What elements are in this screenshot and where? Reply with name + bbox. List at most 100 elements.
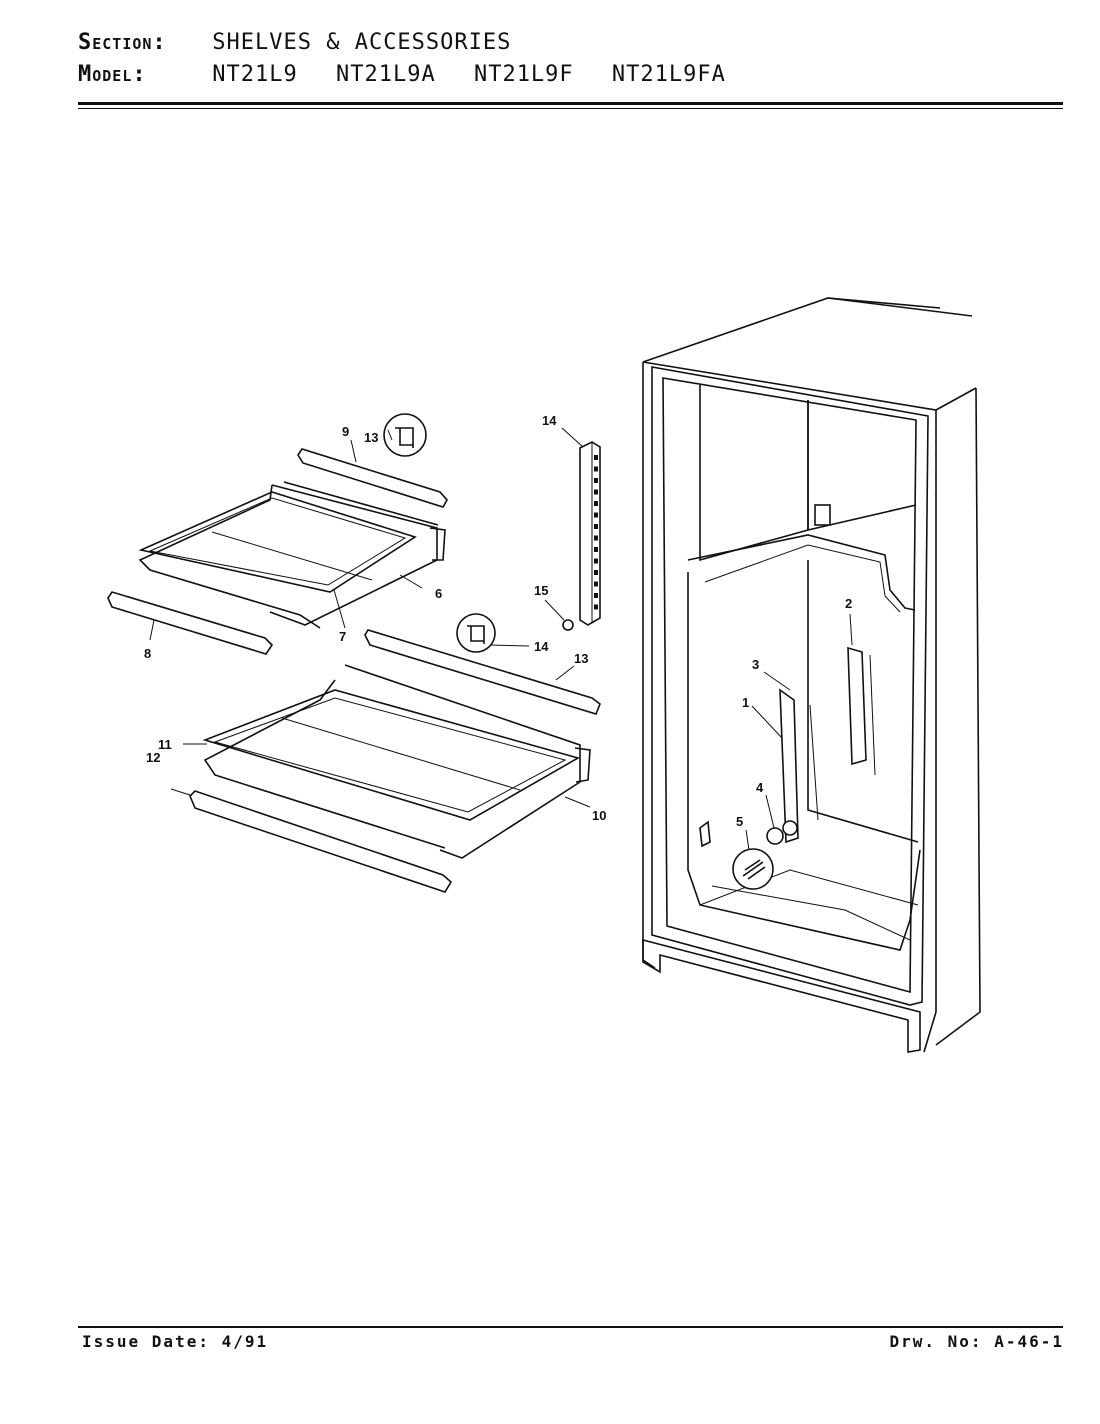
pilaster-slot — [594, 570, 598, 575]
callout-2: 2 — [845, 596, 852, 611]
leader-6 — [399, 574, 423, 589]
pilaster-slot — [594, 524, 598, 529]
cabinet-right-front — [923, 410, 937, 1053]
leader-13 — [555, 665, 575, 681]
callout-14: 14 — [534, 639, 549, 654]
shelf-frame-bracket — [429, 527, 446, 561]
pilaster-slot — [594, 535, 598, 541]
cabinet-left-edge — [642, 362, 656, 969]
callout-16: 15 — [534, 583, 548, 598]
bracket-left-rail — [809, 704, 819, 821]
callouts: 13 9 6 7 8 14 13 11 12 10 14 15 2 3 1 4 … — [144, 413, 852, 829]
pilaster-slot — [594, 512, 598, 518]
cabinet-top-rear — [827, 297, 941, 309]
left-clip — [699, 820, 711, 848]
lower-front-trim — [189, 790, 453, 893]
leader-14b — [489, 644, 530, 647]
shelf-glass-edge — [148, 497, 407, 586]
callout-11: 11 — [158, 737, 172, 752]
lower-glass-edge — [213, 697, 567, 813]
footer-rule — [78, 1326, 1063, 1328]
leader-16 — [544, 599, 565, 621]
fresh-food-back — [807, 560, 919, 843]
callout-14: 13 — [364, 430, 378, 445]
shelf-front-trim — [107, 591, 274, 655]
lower-frame-bracket — [574, 747, 591, 783]
bracket-shadow — [869, 654, 876, 776]
lower-glass-line — [281, 717, 521, 791]
pilaster-slot — [594, 547, 598, 552]
section-title: SHELVES & ACCESSORIES — [212, 30, 512, 55]
issue-date: Issue Date: 4/91 — [82, 1332, 269, 1351]
freezer-back-wall — [699, 385, 809, 562]
refrigerator-cabinet — [642, 297, 981, 1053]
floor-line — [699, 869, 919, 906]
shelf-frame-rail — [283, 481, 439, 526]
screw-icon — [742, 859, 766, 880]
model-number: NT21L9FA — [611, 62, 726, 87]
leader-7 — [333, 589, 346, 629]
leader-1 — [751, 705, 783, 739]
callout-3: 3 — [752, 657, 759, 672]
leader-9 — [350, 439, 357, 463]
pilaster-slot — [594, 489, 598, 495]
lower-glass — [202, 689, 581, 821]
freezer-right-wall — [807, 400, 917, 532]
leader-5 — [745, 829, 750, 851]
leader-4 — [765, 794, 775, 829]
header-rule-thin — [78, 108, 1063, 109]
leader-lines — [149, 427, 853, 851]
shelf-glass — [138, 491, 417, 593]
callout-10: 10 — [592, 808, 606, 823]
shelf-rear-trim — [297, 448, 448, 508]
pilaster-slot — [594, 455, 598, 460]
section-row: Section: SHELVES & ACCESSORIES — [78, 30, 511, 55]
clip-detail-circle — [456, 613, 496, 653]
clip-detail-circle — [383, 413, 427, 457]
pilaster-slot — [594, 604, 598, 610]
cabinet-liner-opening — [662, 377, 917, 994]
callout-15: 14 — [542, 413, 557, 428]
pilaster-slots — [594, 455, 598, 610]
leader-12 — [170, 788, 191, 796]
bracket-nut — [766, 827, 784, 845]
model-number: NT21L9A — [335, 62, 436, 87]
divider-shelf — [687, 534, 916, 611]
light-switch — [814, 504, 831, 526]
fresh-food-walls — [687, 572, 921, 951]
section-label: Section: — [78, 30, 167, 55]
pilaster-bracket-left — [779, 688, 799, 844]
leader-15 — [561, 427, 584, 448]
header-rule — [78, 102, 1063, 105]
cabinet-base — [642, 938, 921, 1053]
pilaster-bracket-right — [847, 646, 867, 766]
callout-9: 9 — [342, 424, 349, 439]
lower-shelf-assembly — [189, 613, 601, 893]
clip-icon — [467, 625, 485, 644]
callout-7: 7 — [339, 629, 346, 644]
callout-4: 4 — [756, 780, 764, 795]
cabinet-door-frame — [651, 366, 929, 1006]
shelf-glass-line — [211, 531, 373, 581]
cabinet-right-side — [935, 387, 981, 1046]
leader-2 — [849, 613, 853, 646]
pilaster-slot — [594, 466, 598, 472]
pilaster-slot — [594, 593, 598, 598]
leader-14a — [387, 429, 393, 441]
bracket-nut-2 — [782, 820, 798, 836]
divider-shelf-edge — [704, 544, 901, 613]
clip-icon — [395, 427, 414, 448]
pilaster-slot — [594, 478, 598, 483]
upper-shelf-assembly — [107, 413, 448, 655]
pilaster-screw — [562, 619, 574, 631]
callout-12: 12 — [146, 750, 160, 765]
shelf-frame-side — [138, 484, 321, 629]
pilaster-slot — [594, 558, 598, 564]
callout-5: 5 — [736, 814, 743, 829]
leader-3 — [763, 671, 791, 691]
callout-6: 6 — [435, 586, 442, 601]
pilaster-slot — [594, 501, 598, 506]
leader-8 — [149, 619, 155, 641]
model-row: Model: NT21L9 NT21L9A NT21L9F NT21L9FA — [78, 62, 750, 87]
